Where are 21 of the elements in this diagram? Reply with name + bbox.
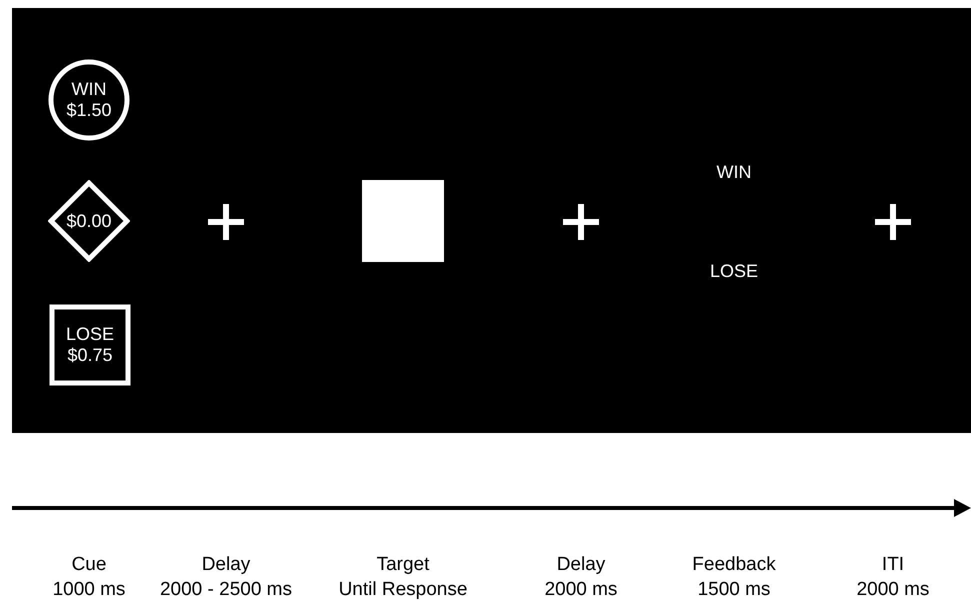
timeline-label: Feedback: [692, 554, 776, 576]
cue-text: WIN $1.50: [65, 79, 113, 121]
timeline-label: ITI: [882, 554, 904, 576]
cue-square: [49, 304, 131, 386]
target-square: [362, 180, 444, 262]
feedback-text: LOSE: [710, 260, 758, 282]
timeline-label: 2000 ms: [856, 579, 930, 600]
timeline-label: 2000 ms: [544, 579, 618, 600]
feedback-text: WIN: [716, 161, 752, 183]
timeline-label: Cue: [72, 554, 106, 576]
cue-text: LOSE $0.75: [64, 324, 116, 366]
timeline-label: Delay: [556, 554, 606, 576]
timeline-label: 1000 ms: [52, 579, 126, 600]
cue-text: $0.00: [66, 210, 112, 232]
timeline-label: 2000 - 2500 ms: [160, 579, 292, 600]
timeline-label: Delay: [202, 554, 250, 576]
timeline-label: Until Response: [338, 579, 468, 600]
cue-diamond: [48, 180, 130, 262]
timeline-label: Target: [376, 554, 430, 576]
timeline-label: 1500 ms: [698, 579, 770, 600]
cue-circle: [48, 59, 130, 141]
